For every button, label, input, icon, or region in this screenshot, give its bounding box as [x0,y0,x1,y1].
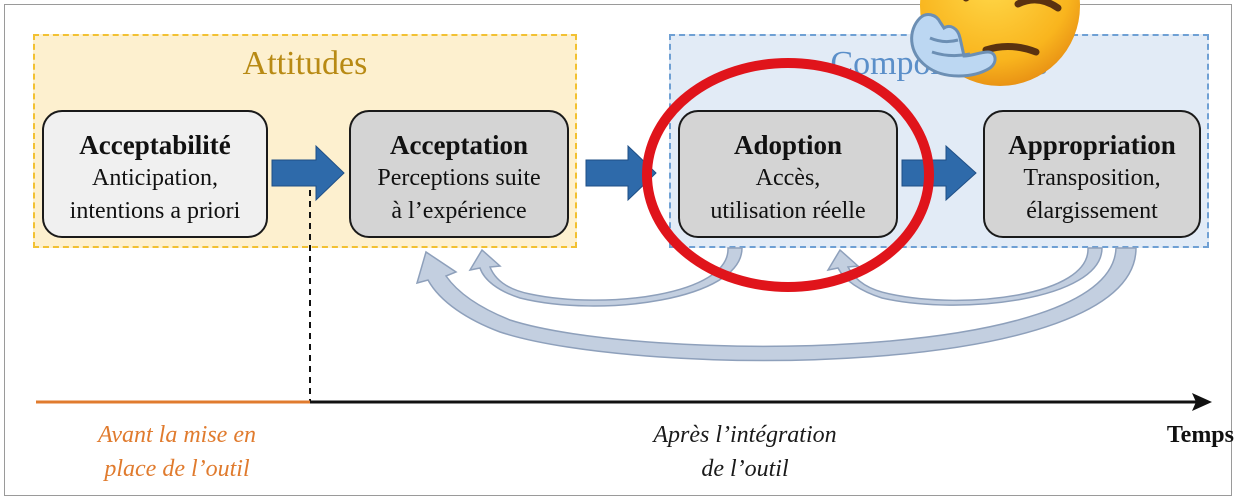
stage-desc-line2: à l’expérience [391,198,527,224]
emoji-hand [910,13,997,78]
stage-acceptabilite: Acceptabilité Anticipation, intentions a… [42,110,268,238]
label-before-line2: place de l’outil [104,456,250,482]
diagram-frame [4,4,1232,496]
stage-adoption: Adoption Accès, utilisation réelle [678,110,898,238]
stage-desc-line1: Perceptions suite [377,165,541,191]
stage-desc-line1: Accès, [755,165,821,191]
flow-arrow-1 [271,144,345,202]
group-title-attitudes: Attitudes [242,45,368,82]
stage-desc-line2: intentions a priori [69,198,241,224]
highlight-circle [642,58,934,292]
feedback-arrow-appropriation-to-adoption [826,247,1103,306]
label-before-tool: Avant la mise en place de l’outil [52,418,302,486]
feedback-arrow-appropriation-to-acceptation [415,247,1137,362]
axis-label-temps: Temps [1166,422,1234,448]
timeline-arrowhead [1192,393,1212,411]
stage-title: Appropriation [1008,130,1176,160]
stage-title: Acceptation [390,130,528,160]
feedback-arrow-adoption-to-acceptation [468,247,743,307]
stage-title: Acceptabilité [79,130,231,160]
stage-desc-line2: élargissement [1026,198,1158,224]
thinking-face-emoji [910,0,1080,86]
label-after-line2: de l’outil [701,456,789,482]
label-before-line1: Avant la mise en [98,422,256,448]
label-after-line1: Après l’intégration [653,422,837,448]
stage-acceptation: Acceptation Perceptions suite à l’expéri… [349,110,569,238]
flow-arrow-2 [585,144,657,202]
stage-desc-line1: Anticipation, [92,165,218,191]
stage-desc-line1: Transposition, [1023,165,1161,191]
stage-title: Adoption [733,130,843,160]
flow-arrow-3 [901,144,977,202]
label-after-tool: Après l’intégration de l’outil [590,418,900,486]
stage-desc-line2: utilisation réelle [710,198,866,224]
stage-appropriation: Appropriation Transposition, élargisseme… [983,110,1201,238]
